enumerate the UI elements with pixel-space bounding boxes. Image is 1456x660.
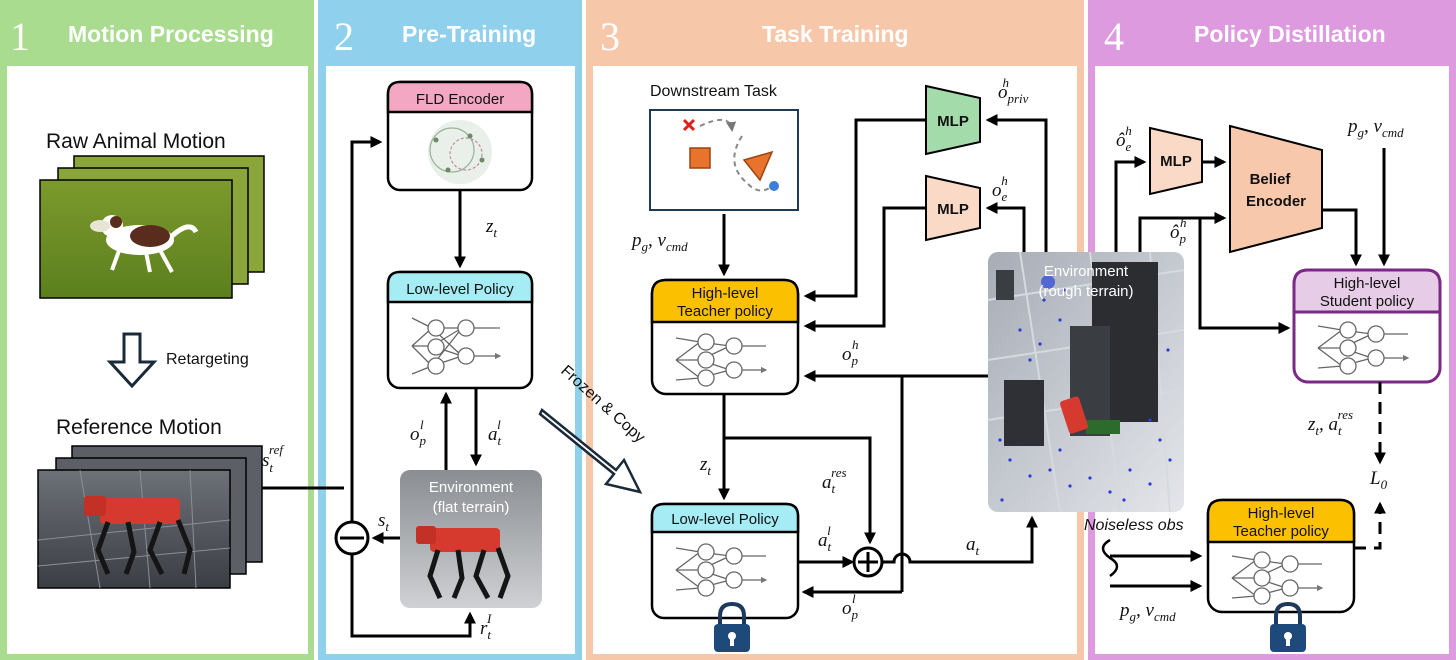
raw-motion-image-stack — [39, 155, 265, 299]
panel-3-number: 3 — [600, 14, 620, 59]
neural-network-icon — [675, 333, 766, 387]
frozen-copy-arrow-icon — [538, 408, 643, 494]
downstream-task-label: Downstream Task — [650, 83, 778, 100]
downstream-task-diagram — [649, 109, 799, 211]
pg-vcmd-label-teacher-distill: pg, vcmd — [1118, 600, 1176, 624]
neural-network-icon — [675, 543, 766, 597]
raw-motion-label: Raw Animal Motion — [46, 130, 226, 153]
priv-obs-line — [985, 114, 1048, 252]
panel-3-title: Task Training — [762, 21, 909, 47]
plus-operator-icon — [852, 546, 884, 578]
panel-4-title: Policy Distillation — [1194, 21, 1386, 47]
extero-obs-line — [985, 202, 1026, 252]
high-level-teacher-policy-box: High-level Teacher policy — [650, 278, 800, 396]
mlp-student-label: MLP — [1160, 153, 1192, 170]
lock-icon — [1270, 601, 1306, 652]
mlp-extero-label: MLP — [937, 201, 969, 218]
env-flat-line2: (flat terrain) — [433, 499, 510, 516]
teacher-distill-title-line1: High-level — [1248, 505, 1315, 522]
teacher-title-line2: Teacher policy — [677, 303, 773, 320]
teacher-title-line1: High-level — [692, 285, 759, 302]
fld-encoder-box: FLD Encoder — [386, 80, 534, 192]
panel-1-title: Motion Processing — [68, 21, 274, 47]
belief-encoder-line2: Encoder — [1246, 193, 1306, 210]
belief-encoder-box: Belief Encoder — [1229, 124, 1323, 254]
student-title-line1: High-level — [1334, 275, 1401, 292]
a-t-l-label-task: atl — [818, 523, 832, 554]
o-p-l-label-pretrain: opl — [410, 417, 427, 448]
o-e-label: oeh — [992, 173, 1008, 204]
neural-network-icon — [1317, 321, 1408, 375]
o-p-h-label-task: oph — [842, 337, 859, 368]
panel-4-number: 4 — [1104, 14, 1124, 59]
panel-2-number: 2 — [334, 14, 354, 59]
neural-network-icon — [411, 317, 500, 375]
retargeting-arrow-icon — [106, 332, 158, 389]
env-rough-line1: Environment — [1044, 263, 1129, 280]
hat-op-to-belief-line — [1138, 212, 1227, 252]
noiseless-obs-label: Noiseless obs — [1084, 517, 1184, 534]
o-p-hat-label: ôph — [1170, 215, 1187, 246]
r-t-label: rtI — [480, 611, 492, 642]
mlp-extero-box: MLP — [925, 174, 981, 242]
teacher-distill-title-line2: Teacher policy — [1233, 523, 1329, 540]
s-t-label: st — [378, 510, 389, 534]
lock-icon — [714, 601, 750, 652]
lowlevel-policy-box-pretrain: Low-level Policy — [386, 270, 534, 390]
belief-to-student-line — [1322, 208, 1362, 267]
minus-operator-icon — [334, 520, 370, 556]
high-level-teacher-policy-box-distill: High-level Teacher policy — [1206, 498, 1356, 614]
reward-line — [350, 554, 476, 638]
hat-op-to-student-line — [1198, 218, 1291, 334]
environment-rough-terrain: Environment (rough terrain) — [987, 251, 1185, 513]
high-level-student-policy-box: High-level Student policy — [1292, 268, 1442, 384]
o-p-l-label-task: opl — [842, 591, 859, 622]
panel-1-number: 1 — [10, 14, 30, 59]
mlp-priv-to-teacher-line — [803, 118, 926, 302]
retargeting-label: Retargeting — [166, 351, 249, 368]
lowlevel-policy-title-task: Low-level Policy — [671, 511, 779, 528]
mlp-priv-box: MLP — [925, 84, 981, 156]
environment-flat-terrain: Environment (flat terrain) — [400, 470, 542, 608]
hat-oe-line — [1114, 156, 1147, 252]
student-title-line2: Student policy — [1320, 293, 1415, 310]
belief-encoder-line1: Belief — [1250, 171, 1292, 188]
teacher-output-dashed-arrow — [1354, 501, 1386, 550]
panel-2-title: Pre-Training — [402, 21, 536, 47]
env-rough-line2: (rough terrain) — [1038, 283, 1133, 300]
feedback-to-encoder-line — [350, 136, 383, 522]
a-t-l-label-pretrain: atl — [488, 417, 502, 448]
mlp-student-box: MLP — [1149, 126, 1203, 196]
env-flat-line1: Environment — [429, 479, 514, 496]
lowlevel-policy-box-task: Low-level Policy — [650, 502, 800, 620]
o-e-hat-label: ôeh — [1116, 123, 1132, 154]
fld-encoder-title: FLD Encoder — [416, 91, 504, 108]
reference-motion-label: Reference Motion — [56, 416, 222, 439]
neural-network-icon — [1231, 551, 1322, 605]
reference-motion-image-stack — [37, 445, 263, 589]
mlp-priv-label: MLP — [937, 113, 969, 130]
mlp-extero-to-teacher-line — [803, 206, 926, 332]
lowlevel-policy-title-pretrain: Low-level Policy — [406, 281, 514, 298]
residual-action-line — [724, 436, 876, 545]
noise-squiggle — [1101, 538, 1119, 578]
pg-vcmd-label-task: pg, vcmd — [630, 230, 688, 254]
